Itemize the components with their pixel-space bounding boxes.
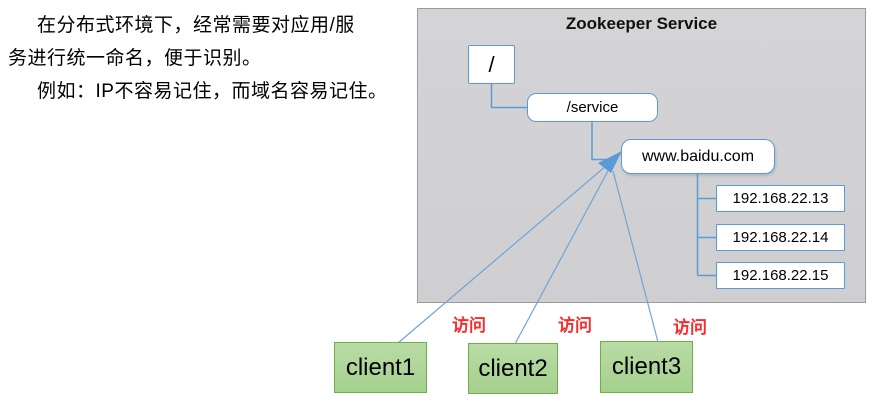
tree-node-ip-2: 192.168.22.14 [716, 224, 845, 251]
client-box-1: client1 [334, 342, 427, 393]
intro-text: 在分布式环境下，经常需要对应用/服 务进行统一命名，便于识别。 例如：IP不容易… [8, 9, 408, 108]
access-label-1: 访问 [452, 316, 486, 335]
intro-line-2: 务进行统一命名，便于识别。 [8, 48, 262, 69]
access-label-3: 访问 [673, 318, 707, 337]
intro-line-1: 在分布式环境下，经常需要对应用/服 [37, 15, 355, 36]
tree-node-root: / [468, 45, 515, 84]
intro-line-3: 例如：IP不容易记住，而域名容易记住。 [37, 81, 388, 102]
tree-node-ip-3: 192.168.22.15 [716, 262, 845, 289]
client-box-2: client2 [468, 343, 558, 394]
tree-node-ip-1: 192.168.22.13 [716, 185, 845, 212]
panel-title: Zookeeper Service [565, 14, 718, 33]
access-label-2: 访问 [558, 316, 592, 335]
tree-node-domain: www.baidu.com [621, 139, 775, 174]
client-box-3: client3 [600, 341, 693, 393]
tree-node-service: /service [527, 93, 658, 122]
